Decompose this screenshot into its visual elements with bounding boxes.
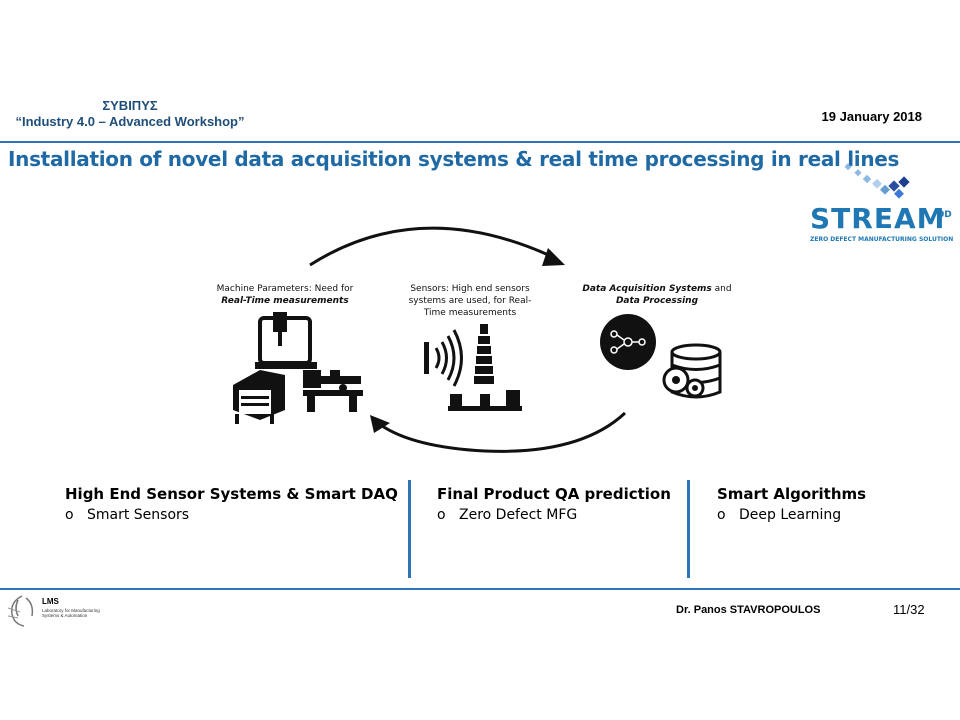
network-node-icon [600, 314, 656, 370]
presenter-name: Dr. Panos STAVROPOULOS [676, 604, 821, 616]
lathe-machine-icon [303, 370, 363, 412]
bullet: o [717, 507, 726, 523]
left-caption: Machine Parameters: Need for Real-Time m… [205, 283, 365, 307]
right-caption: Data Acquisition Systems and Data Proces… [582, 283, 732, 307]
oven-machine-icon [233, 370, 285, 424]
right-caption-em-1: Data Acquisition Systems [582, 284, 712, 294]
header-divider [0, 141, 960, 143]
middle-caption-line-3: Time measurements [423, 308, 517, 318]
slide-date: 19 January 2018 [821, 109, 922, 124]
data-processing-icon [600, 314, 722, 399]
column-item: o Smart Sensors [65, 507, 400, 523]
footer-divider [0, 588, 960, 590]
column-item: o Zero Defect MFG [437, 507, 687, 523]
middle-caption-line-1: Sensors: High end sensors [410, 284, 530, 294]
org-name: ΣΥΒΙΠΥΣ [102, 98, 158, 113]
cycle-arrow-top-icon [309, 226, 565, 267]
bullet: o [65, 507, 74, 523]
right-caption-em-2: Data Processing [615, 296, 699, 306]
lms-label: LMS [42, 597, 59, 606]
cycle-arrow-bottom-icon [370, 411, 627, 453]
cnc-machine-icon [255, 312, 317, 369]
column-divider [687, 480, 690, 578]
logo-tagline: ZERO DEFECT MANUFACTURING SOLUTION [810, 236, 954, 243]
stream-logo: STREAM 0D ZERO DEFECT MANUFACTURING SOLU… [806, 160, 956, 250]
left-caption-em: Real-Time measurements [221, 296, 349, 306]
logo-suffix: 0D [938, 210, 952, 220]
column-item-label: Zero Defect MFG [459, 507, 578, 523]
left-caption-line: Machine Parameters: Need for [216, 284, 354, 294]
column-item: o Deep Learning [717, 507, 937, 523]
column-heading: High End Sensor Systems & Smart DAQ [65, 485, 398, 503]
lms-logo-icon [7, 595, 34, 627]
sensor-icon [424, 324, 522, 411]
logo-wordmark: STREAM [810, 202, 946, 235]
column-sensor-systems: High End Sensor Systems & Smart DAQ o Sma… [65, 485, 400, 523]
column-divider [408, 480, 411, 578]
right-caption-and: and [714, 284, 732, 294]
middle-caption: Sensors: High end sensors systems are us… [400, 283, 540, 319]
middle-caption-line-2: systems are used, for Real- [408, 296, 532, 306]
machines-icon [233, 312, 363, 424]
column-smart-algorithms: Smart Algorithms o Deep Learning [717, 485, 937, 523]
org-header: ΣΥΒΙΠΥΣ “Industry 4.0 – Advanced Worksho… [0, 98, 260, 130]
lms-subtitle: Laboratory for Manufacturing Systems & A… [42, 608, 100, 618]
slide-title: Installation of novel data acquisition s… [8, 147, 900, 171]
logo-mosaic-icon [844, 163, 910, 199]
page-number: 11/32 [893, 602, 925, 617]
workshop-name: “Industry 4.0 – Advanced Workshop” [15, 114, 245, 129]
column-item-label: Smart Sensors [87, 507, 190, 523]
column-item-label: Deep Learning [739, 507, 842, 523]
column-heading: Smart Algorithms [717, 485, 867, 503]
bullet: o [437, 507, 446, 523]
column-qa-prediction: Final Product QA prediction o Zero Defect… [437, 485, 687, 523]
column-heading: Final Product QA prediction [437, 485, 671, 503]
